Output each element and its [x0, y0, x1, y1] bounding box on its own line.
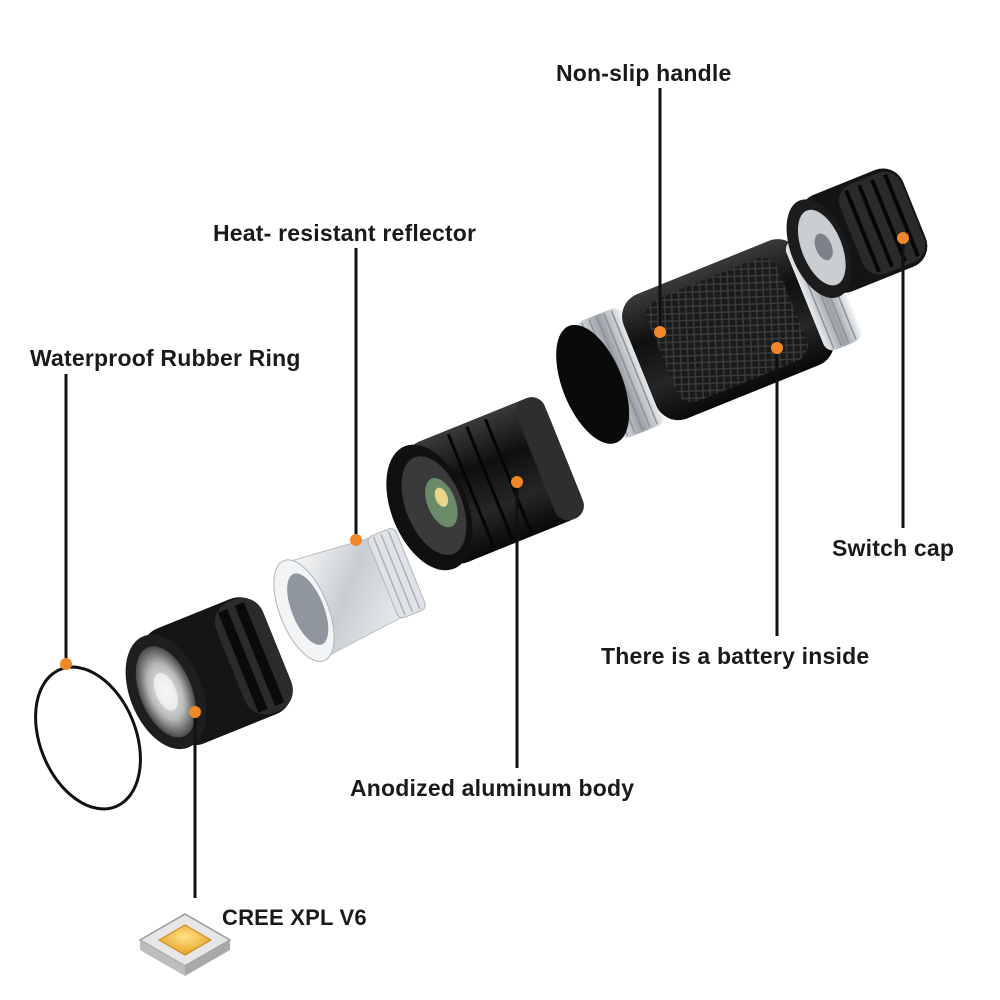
marker-reflector — [350, 534, 362, 546]
marker-body — [511, 476, 523, 488]
marker-dots — [60, 232, 909, 718]
marker-switch — [897, 232, 909, 244]
led-chip-icon — [138, 913, 232, 976]
body-tube-part — [386, 397, 584, 571]
label-non-slip-handle: Non-slip handle — [556, 60, 732, 86]
label-cree-xpl-v6: CREE XPL V6 — [222, 905, 367, 930]
marker-non-slip — [654, 326, 666, 338]
label-switch-cap: Switch cap — [832, 535, 955, 561]
label-waterproof-rubber-ring: Waterproof Rubber Ring — [30, 345, 301, 371]
marker-ring — [60, 658, 72, 670]
rubber-ring-part — [34, 665, 142, 811]
handle-tube-part — [556, 231, 862, 444]
reflector-part — [273, 528, 426, 662]
label-anodized-aluminum-body: Anodized aluminum body — [350, 775, 635, 801]
label-heat-resistant-reflector: Heat- resistant reflector — [213, 220, 477, 246]
marker-cree — [189, 706, 201, 718]
bezel-head-part — [125, 597, 293, 750]
switch-cap-part — [786, 168, 928, 299]
label-battery-inside: There is a battery inside — [601, 643, 870, 669]
leader-lines — [64, 88, 905, 898]
marker-battery — [771, 342, 783, 354]
